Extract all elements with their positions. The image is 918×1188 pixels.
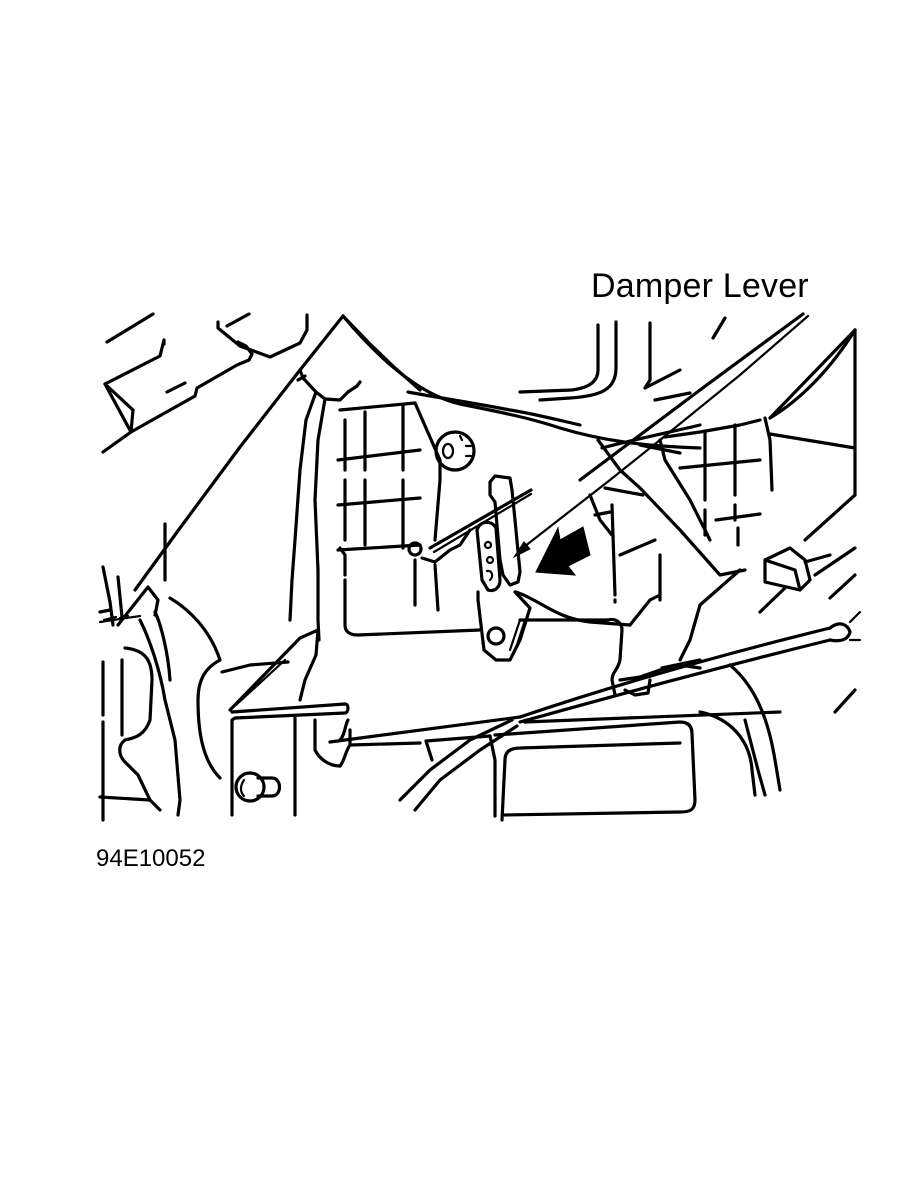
damper-lever-label: Damper Lever — [591, 267, 809, 305]
upper-housing-curves — [341, 314, 727, 450]
figure-number: 94E10052 — [96, 845, 206, 872]
callout-leader-arrow — [512, 314, 810, 559]
round-knob — [434, 430, 476, 472]
lower-right-housing — [698, 573, 857, 797]
left-pillar — [98, 565, 182, 822]
solid-block-arrow-icon — [535, 526, 591, 576]
central-panel-lines — [343, 558, 742, 697]
left-grille — [336, 401, 442, 577]
right-grille — [663, 328, 857, 547]
bolt-fastener-icon — [234, 771, 282, 803]
lower-left-bracket — [168, 596, 422, 817]
right-block — [758, 546, 857, 614]
damper-lever — [407, 474, 632, 662]
control-cables — [328, 610, 862, 812]
diagonal-strut — [578, 312, 805, 602]
lower-rounded-box — [424, 720, 697, 822]
